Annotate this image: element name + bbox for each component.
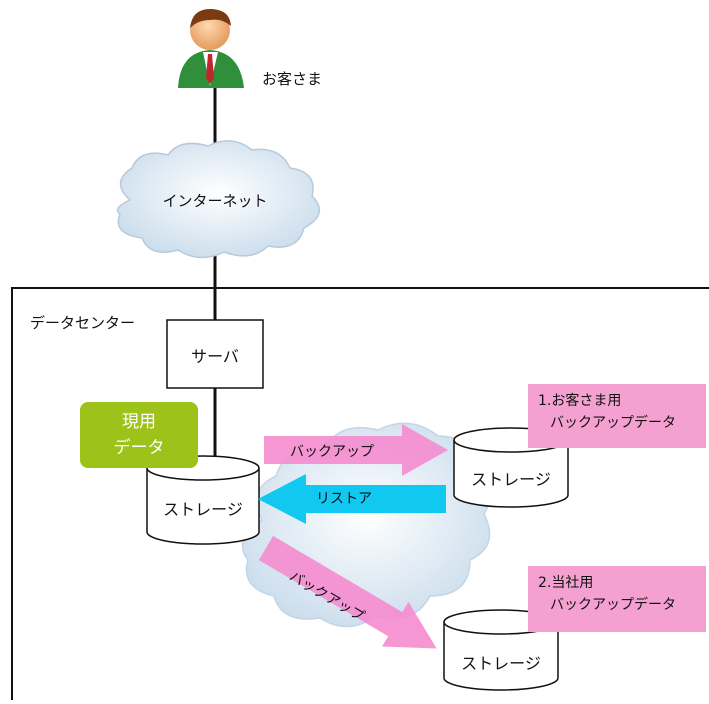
datacenter-frame [11,287,709,700]
internet-cloud-icon [116,140,321,259]
note-company-line2: バックアップデータ [550,597,676,613]
live-data-badge: 現用 データ [80,402,198,468]
restore-label: リストア [316,491,372,507]
note-customer-backup: 1.お客さま用 バックアップデータ [528,384,706,448]
customer-icon [178,8,244,88]
live-data-line1: 現用 [122,412,156,432]
datacenter-label: データセンター [30,314,136,332]
server-box [166,319,264,389]
note-company-backup: 2.当社用 バックアップデータ [528,566,706,632]
backup-arrow-bottom [258,535,437,649]
storage-customer-label: ストレージ [471,470,551,489]
backup-arrow-top [264,424,448,476]
live-data-line2: データ [113,438,165,458]
storage-company-label: ストレージ [461,654,541,673]
customer-label: お客さま [262,70,323,88]
storage-main-label: ストレージ [163,500,243,519]
storage-main-cylinder [146,455,260,545]
note-customer-line1: 1.お客さま用 [538,393,622,409]
server-label: サーバ [191,347,239,366]
backup-top-label: バックアップ [290,444,374,460]
note-company-line1: 2.当社用 [538,575,594,591]
note-customer-line2: バックアップデータ [550,415,676,431]
internet-label: インターネット [162,192,268,210]
restore-arrow [258,474,446,524]
